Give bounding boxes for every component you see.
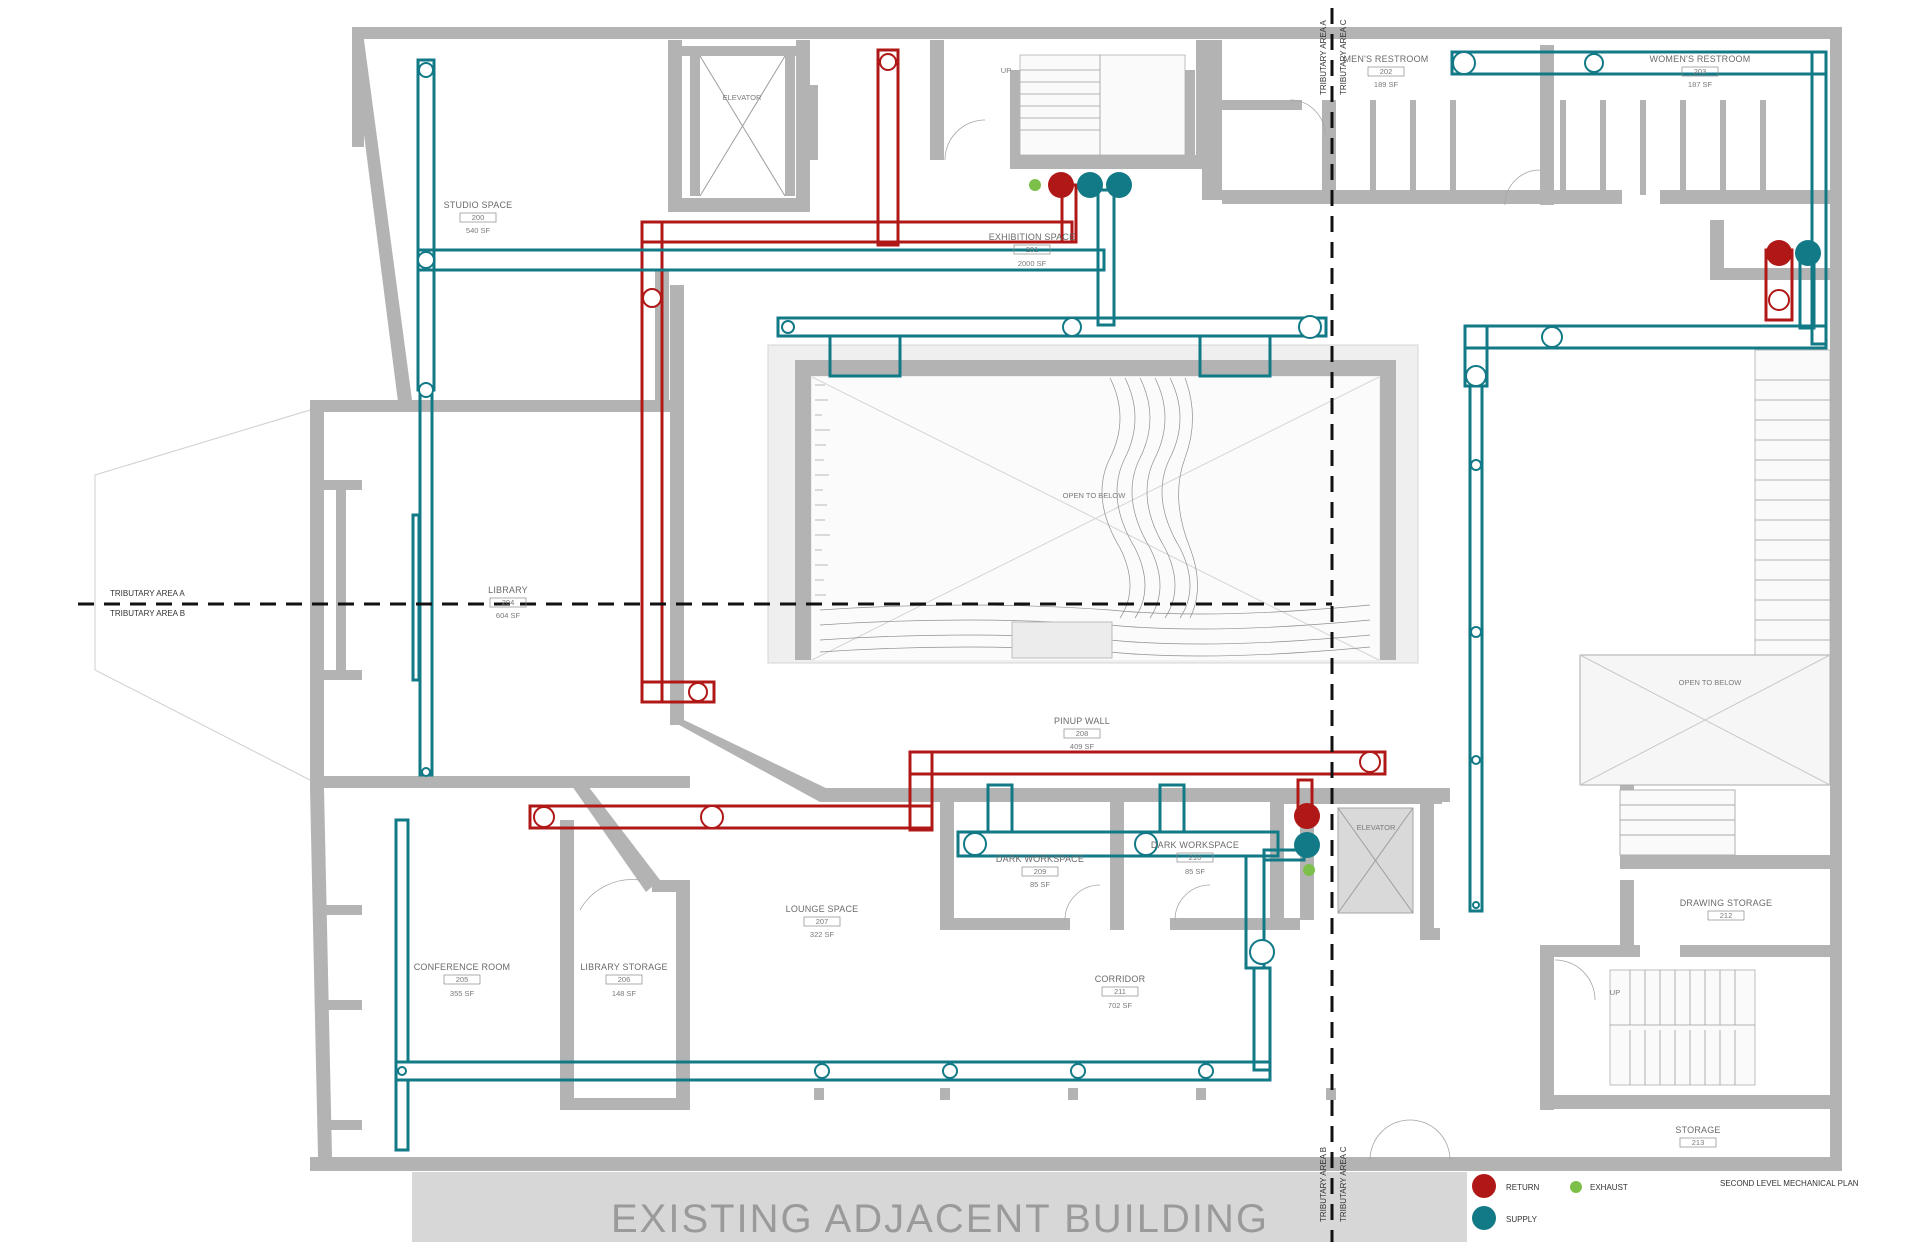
svg-text:189 SF: 189 SF — [1374, 80, 1399, 89]
svg-text:322 SF: 322 SF — [810, 930, 835, 939]
svg-text:STUDIO SPACE: STUDIO SPACE — [444, 200, 513, 210]
svg-text:2000 SF: 2000 SF — [1018, 259, 1047, 268]
supply-legend-swatch — [1472, 1206, 1496, 1230]
equipment-units — [1029, 172, 1821, 876]
room-dark1: DARK WORKSPACE 209 85 SF — [996, 854, 1084, 889]
svg-text:409 SF: 409 SF — [1070, 742, 1095, 751]
svg-text:702 SF: 702 SF — [1108, 1001, 1133, 1010]
svg-text:212: 212 — [1720, 911, 1733, 920]
svg-text:205: 205 — [456, 975, 469, 984]
return-legend-swatch — [1472, 1174, 1496, 1198]
tributary-b-vertical-label: TRIBUTARY AREA B — [1319, 1147, 1328, 1222]
tributary-a-label: TRIBUTARY AREA A — [110, 589, 185, 598]
adjacent-building-label: EXISTING ADJACENT BUILDING — [611, 1197, 1269, 1241]
room-pinup: PINUP WALL 208 409 SF — [1054, 716, 1110, 751]
svg-text:148 SF: 148 SF — [612, 989, 637, 998]
atrium-hatch — [815, 384, 830, 596]
svg-text:EXHIBITION SPACE: EXHIBITION SPACE — [989, 232, 1076, 242]
supply-legend-label: SUPPLY — [1506, 1215, 1538, 1224]
svg-text:DRAWING STORAGE: DRAWING STORAGE — [1680, 898, 1773, 908]
room-open-center: OPEN TO BELOW — [1063, 491, 1127, 500]
tributary-lines — [78, 8, 1334, 1242]
return-legend-label: RETURN — [1506, 1183, 1540, 1192]
door-swings — [579, 99, 1596, 1161]
svg-text:202: 202 — [1380, 67, 1393, 76]
stair-up-label: UP — [1001, 66, 1011, 75]
room-dark2: DARK WORKSPACE 210 85 SF — [1151, 840, 1239, 876]
svg-text:211: 211 — [1114, 987, 1126, 996]
adjacent-building — [412, 1172, 1467, 1242]
room-elevator-mid: ELEVATOR — [1357, 823, 1396, 832]
svg-text:213: 213 — [1692, 1138, 1705, 1147]
svg-text:85 SF: 85 SF — [1185, 867, 1205, 876]
svg-text:PINUP WALL: PINUP WALL — [1054, 716, 1110, 726]
stair-up-label-right: UP — [1610, 988, 1620, 997]
tributary-a-vertical-label: TRIBUTARY AREA A — [1319, 20, 1328, 95]
svg-text:CORRIDOR: CORRIDOR — [1095, 974, 1146, 984]
svg-text:85 SF: 85 SF — [1030, 880, 1050, 889]
tributary-c-vertical-label: TRIBUTARY AREA C — [1339, 19, 1348, 95]
open-to-below-right — [1579, 654, 1831, 856]
stairs-top — [1019, 54, 1186, 156]
exhaust-legend-swatch — [1570, 1181, 1582, 1193]
room-open-right: OPEN TO BELOW — [1679, 678, 1743, 687]
room-elevator-top: ELEVATOR — [723, 93, 762, 102]
room-drawing: DRAWING STORAGE 212 — [1680, 898, 1773, 921]
svg-text:208: 208 — [1076, 729, 1089, 738]
svg-text:207: 207 — [816, 917, 829, 926]
room-mens: MEN'S RESTROOM 202 189 SF — [1343, 54, 1428, 89]
svg-text:604 SF: 604 SF — [496, 611, 521, 620]
supply-circles — [397, 51, 1604, 1079]
exhaust-legend-label: EXHAUST — [1590, 1183, 1628, 1192]
supply-ducts — [394, 50, 1828, 1152]
stairs-right — [1754, 349, 1831, 671]
legend: RETURN SUPPLY EXHAUST — [1472, 1174, 1628, 1230]
svg-text:LIBRARY: LIBRARY — [488, 585, 528, 595]
svg-text:204: 204 — [502, 598, 515, 607]
svg-text:203: 203 — [1694, 67, 1707, 76]
svg-text:201: 201 — [1026, 245, 1039, 254]
svg-text:355 SF: 355 SF — [450, 989, 475, 998]
room-corridor: CORRIDOR 211 702 SF — [1095, 974, 1146, 1010]
svg-text:200: 200 — [472, 213, 485, 222]
svg-text:CONFERENCE ROOM: CONFERENCE ROOM — [414, 962, 511, 972]
room-exhibition: EXHIBITION SPACE 201 2000 SF — [989, 232, 1076, 268]
svg-text:DARK WORKSPACE: DARK WORKSPACE — [1151, 840, 1239, 850]
room-library: LIBRARY 204 604 SF — [488, 585, 528, 620]
tributary-c-vertical-label-bottom: TRIBUTARY AREA C — [1339, 1146, 1348, 1222]
svg-text:LOUNGE SPACE: LOUNGE SPACE — [786, 904, 859, 914]
svg-text:210: 210 — [1189, 853, 1202, 862]
svg-text:WOMEN'S RESTROOM: WOMEN'S RESTROOM — [1650, 54, 1751, 64]
room-lounge: LOUNGE SPACE 207 322 SF — [786, 904, 859, 939]
room-studio: STUDIO SPACE 200 540 SF — [444, 200, 513, 235]
svg-text:MEN'S RESTROOM: MEN'S RESTROOM — [1343, 54, 1428, 64]
svg-text:187 SF: 187 SF — [1688, 80, 1713, 89]
tributary-b-label: TRIBUTARY AREA B — [110, 609, 185, 618]
return-circles — [533, 53, 1790, 829]
walls — [310, 27, 1842, 1171]
room-storage: STORAGE 213 — [1675, 1125, 1720, 1148]
svg-text:LIBRARY STORAGE: LIBRARY STORAGE — [580, 962, 668, 972]
svg-text:DARK WORKSPACE: DARK WORKSPACE — [996, 854, 1084, 864]
svg-text:206: 206 — [618, 975, 631, 984]
svg-text:540 SF: 540 SF — [466, 226, 491, 235]
stairs-bottom-right — [1609, 969, 1756, 1086]
svg-text:STORAGE: STORAGE — [1675, 1125, 1720, 1135]
room-conference: CONFERENCE ROOM 205 355 SF — [414, 962, 511, 998]
room-womens: WOMEN'S RESTROOM 203 187 SF — [1650, 54, 1751, 89]
plan-title: SECOND LEVEL MECHANICAL PLAN — [1720, 1179, 1859, 1188]
svg-text:209: 209 — [1034, 867, 1047, 876]
room-libstorage: LIBRARY STORAGE 206 148 SF — [580, 962, 668, 998]
